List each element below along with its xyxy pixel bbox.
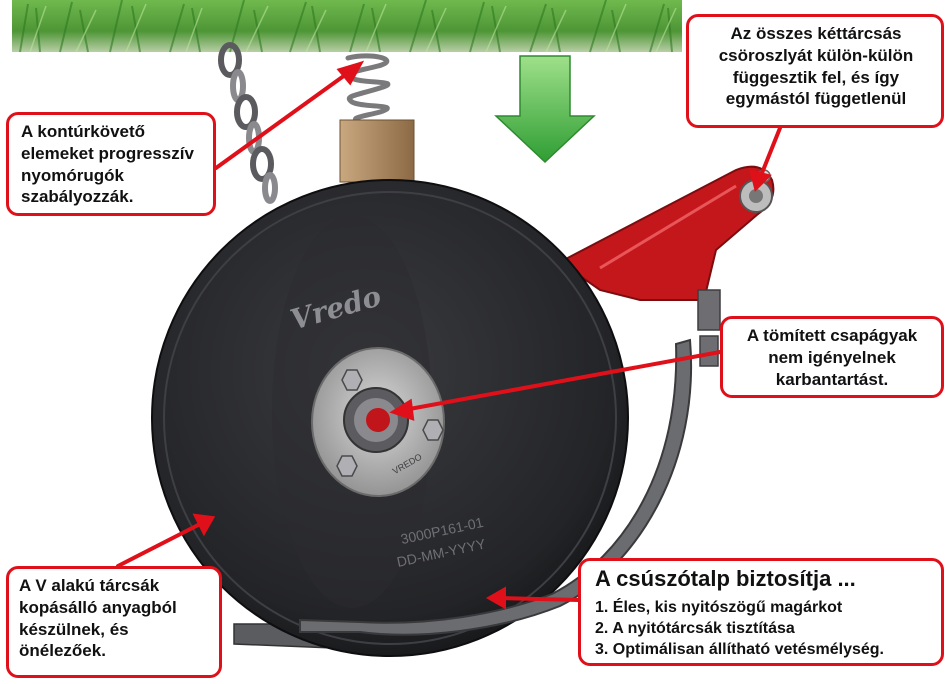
hub-bolts bbox=[336, 369, 444, 477]
skid-shoe bbox=[299, 338, 693, 636]
spring-mount-block bbox=[339, 119, 415, 183]
callout-line: szabályozzák. bbox=[21, 187, 134, 207]
callout-line: egymástól függetlenül bbox=[725, 89, 907, 109]
callout-line: A V alakú tárcsák bbox=[19, 576, 160, 595]
callout-line: csöroszlyát külön-külön bbox=[718, 45, 914, 65]
callout-sealed-bearings: A tömített csapágyak nem igényelnek karb… bbox=[720, 316, 944, 398]
callout-line: A kontúrkövető bbox=[21, 122, 146, 141]
callout-line: készülnek, és bbox=[19, 619, 129, 639]
down-arrow bbox=[494, 55, 596, 164]
grass-strip bbox=[12, 0, 682, 53]
benefit-item: 1. Éles, kis nyitószögű magárkot bbox=[595, 599, 843, 617]
callout-line: A tömített csapágyak bbox=[746, 326, 918, 345]
callout-pressure-springs: A kontúrkövető elemeket progresszív nyom… bbox=[6, 112, 216, 216]
callout-skid-benefits: A csúszótalp biztosítja ... 1. Éles, kis… bbox=[578, 558, 944, 666]
callout-line: Az összes kéttárcsás bbox=[730, 24, 902, 43]
callout-line: kopásálló anyagból bbox=[19, 597, 177, 617]
callout-independent-suspension: Az összes kéttárcsás csöroszlyát külön-k… bbox=[686, 14, 944, 128]
callout-title: A csúszótalp biztosítja ... bbox=[595, 566, 856, 591]
disc-hub: VREDO bbox=[311, 347, 445, 497]
benefit-item: 3. Optimálisan állítható vetésmélység. bbox=[595, 641, 884, 659]
benefit-item: 2. A nyitótárcsák tisztítása bbox=[595, 620, 795, 638]
callout-line: karbantartást. bbox=[775, 369, 889, 389]
callout-v-discs: A V alakú tárcsák kopásálló anyagból kés… bbox=[6, 566, 222, 678]
callout-line: elemeket progresszív bbox=[21, 143, 194, 163]
callout-line: önélezőek. bbox=[19, 641, 106, 661]
pressure-spring bbox=[345, 53, 391, 125]
callout-line: nyomórugók bbox=[21, 165, 124, 185]
chain bbox=[218, 42, 278, 204]
pointer-arrows bbox=[116, 60, 782, 610]
mounting-bracket bbox=[558, 165, 775, 367]
callout-line: nem igényelnek bbox=[768, 347, 896, 367]
callout-line: függesztik fel, és így bbox=[732, 67, 900, 87]
